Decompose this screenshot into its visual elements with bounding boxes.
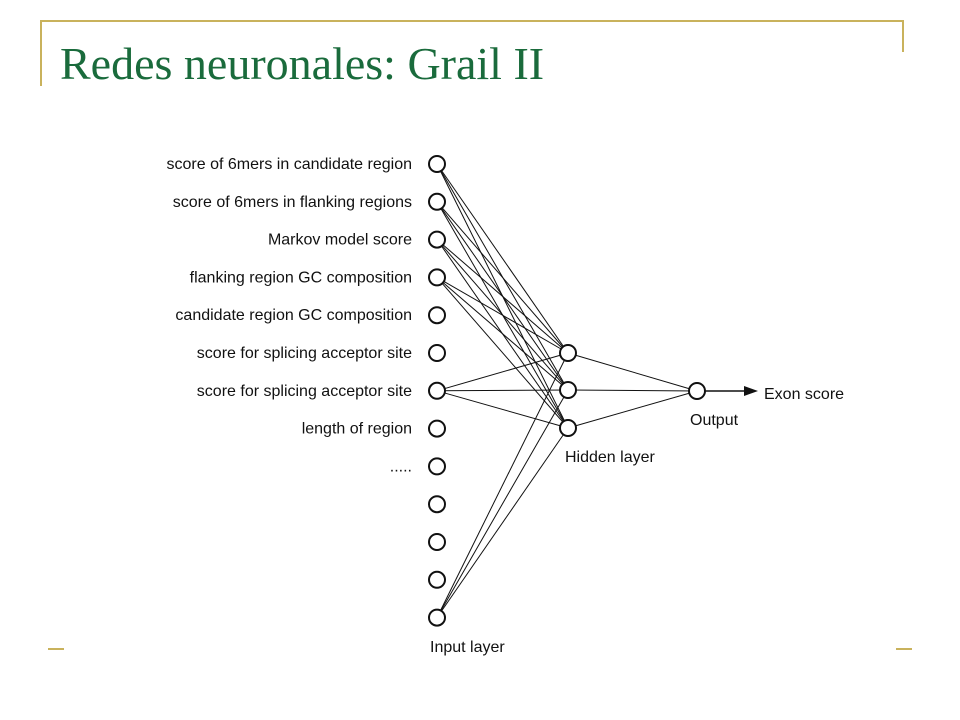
edge-input-1-hidden-1 <box>436 163 569 354</box>
input-label-5: candidate region GC composition <box>175 307 412 324</box>
edge-hidden-1-output <box>567 352 698 392</box>
input-node-2 <box>428 192 446 211</box>
input-node-3 <box>428 230 446 249</box>
frame-left-line <box>40 20 42 86</box>
input-node-9 <box>428 457 446 476</box>
edge-input-4-hidden-3 <box>436 277 569 429</box>
hidden-node-3 <box>559 419 577 437</box>
input-label-7: score for splicing acceptor site <box>197 383 412 400</box>
input-node-4 <box>428 268 446 287</box>
edge-input-4-hidden-1 <box>436 276 569 354</box>
hidden-node-2 <box>559 381 577 399</box>
input-node-8 <box>428 419 446 438</box>
edge-input-2-hidden-1 <box>436 201 569 354</box>
hidden-node-1 <box>559 344 577 362</box>
input-labels: score of 6mers in candidate region score … <box>167 156 413 475</box>
input-label-2: score of 6mers in flanking regions <box>173 194 412 211</box>
input-label-1: score of 6mers in candidate region <box>167 156 412 173</box>
edge-input-7-hidden-3 <box>436 390 569 429</box>
edge-hidden-2-output <box>567 389 698 392</box>
input-layer-label: Input layer <box>430 639 505 656</box>
exon-score-label: Exon score <box>764 386 844 403</box>
hidden-layer-label: Hidden layer <box>565 449 656 466</box>
edge-input-3-hidden-1 <box>436 239 569 354</box>
input-node-7 <box>428 381 446 400</box>
frame-right-line <box>902 20 904 52</box>
input-label-6: score for splicing acceptor site <box>197 345 412 362</box>
edge-input-13-hidden-3 <box>436 427 569 618</box>
output-label: Output <box>690 412 739 429</box>
connection-lines <box>436 163 698 618</box>
slide-title: Redes neuronales: Grail II <box>60 38 545 89</box>
input-label-3: Markov model score <box>268 232 412 249</box>
network-nodes <box>428 155 706 627</box>
edge-hidden-3-output <box>567 390 698 429</box>
frame-bottom-right-tick <box>896 648 912 650</box>
edge-input-4-hidden-2 <box>436 277 569 391</box>
output-arrow <box>705 386 758 396</box>
edge-input-7-hidden-2 <box>436 389 569 392</box>
frame-bottom-left-tick <box>48 648 64 650</box>
input-node-10 <box>428 495 446 514</box>
edge-input-13-hidden-1 <box>436 352 569 618</box>
edge-input-13-hidden-2 <box>436 389 569 618</box>
input-label-9: ..... <box>390 458 412 475</box>
output-node <box>688 382 706 400</box>
output-arrow-head <box>744 386 758 396</box>
input-node-11 <box>428 533 446 551</box>
input-label-8: length of region <box>302 421 412 438</box>
edge-input-7-hidden-1 <box>436 352 569 392</box>
input-node-12 <box>428 570 446 589</box>
input-node-1 <box>428 155 446 173</box>
input-node-13 <box>428 608 446 627</box>
input-node-6 <box>428 344 446 362</box>
input-node-5 <box>428 306 446 325</box>
input-label-4: flanking region GC composition <box>190 269 412 286</box>
frame-top-line <box>40 20 904 22</box>
